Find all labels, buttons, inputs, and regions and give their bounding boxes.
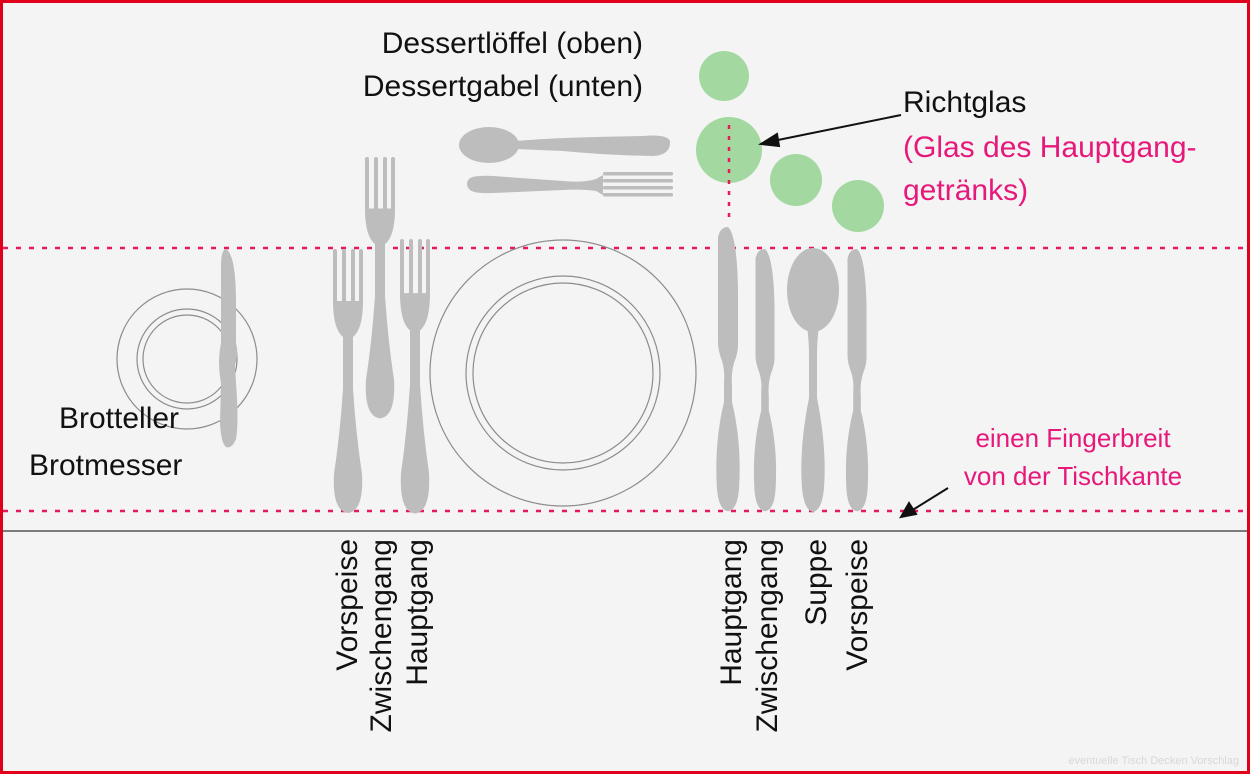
table-scene — [3, 51, 1247, 532]
bread-knife-label: Brotmesser — [29, 449, 183, 482]
finger-width-label-line1: einen Fingerbreit — [975, 423, 1171, 453]
glass-fourth — [832, 180, 884, 232]
bread-plate-label: Brotteller — [59, 402, 180, 435]
glass-top — [699, 51, 749, 101]
soup-spoon — [787, 248, 839, 512]
knife-hauptgang — [716, 227, 740, 512]
dessert-spoon — [459, 127, 671, 163]
richtglas-note-line1: (Glas des Hauptgang- — [903, 131, 1197, 164]
knife-zwischengang — [753, 249, 777, 512]
dessert-spoon-label: Dessertlöffel (oben) — [381, 27, 643, 60]
glass-third — [770, 154, 822, 206]
knife-vorspeise — [845, 249, 869, 512]
course-label-hauptgang-left: Hauptgang — [401, 539, 434, 686]
course-label-zwischengang-left: Zwischengang — [365, 539, 398, 733]
course-label-vorspeise-left: Vorspeise — [331, 539, 364, 671]
course-label-vorspeise-right: Vorspeise — [841, 539, 874, 671]
bread-knife — [219, 249, 238, 448]
richtglas-arrow — [758, 114, 902, 148]
fork-zwischengang — [365, 157, 395, 419]
dessert-fork-label: Dessertgabel (unten) — [362, 70, 643, 103]
fork-hauptgang — [400, 239, 430, 514]
main-plate — [429, 239, 697, 507]
fork-vorspeise — [333, 249, 363, 513]
finger-width-arrow — [899, 487, 949, 519]
richtglas-note-line2: getränks) — [903, 174, 1029, 207]
course-label-suppe: Suppe — [800, 539, 833, 626]
dessert-fork — [467, 172, 673, 197]
richtglas-label: Richtglas — [903, 86, 1027, 119]
course-label-hauptgang-right: Hauptgang — [715, 539, 748, 686]
course-label-zwischengang-right: Zwischengang — [751, 539, 784, 733]
watermark: eventuelle Tisch Decken Vorschlag — [1068, 755, 1239, 767]
finger-width-label-line2: von der Tischkante — [963, 461, 1183, 491]
